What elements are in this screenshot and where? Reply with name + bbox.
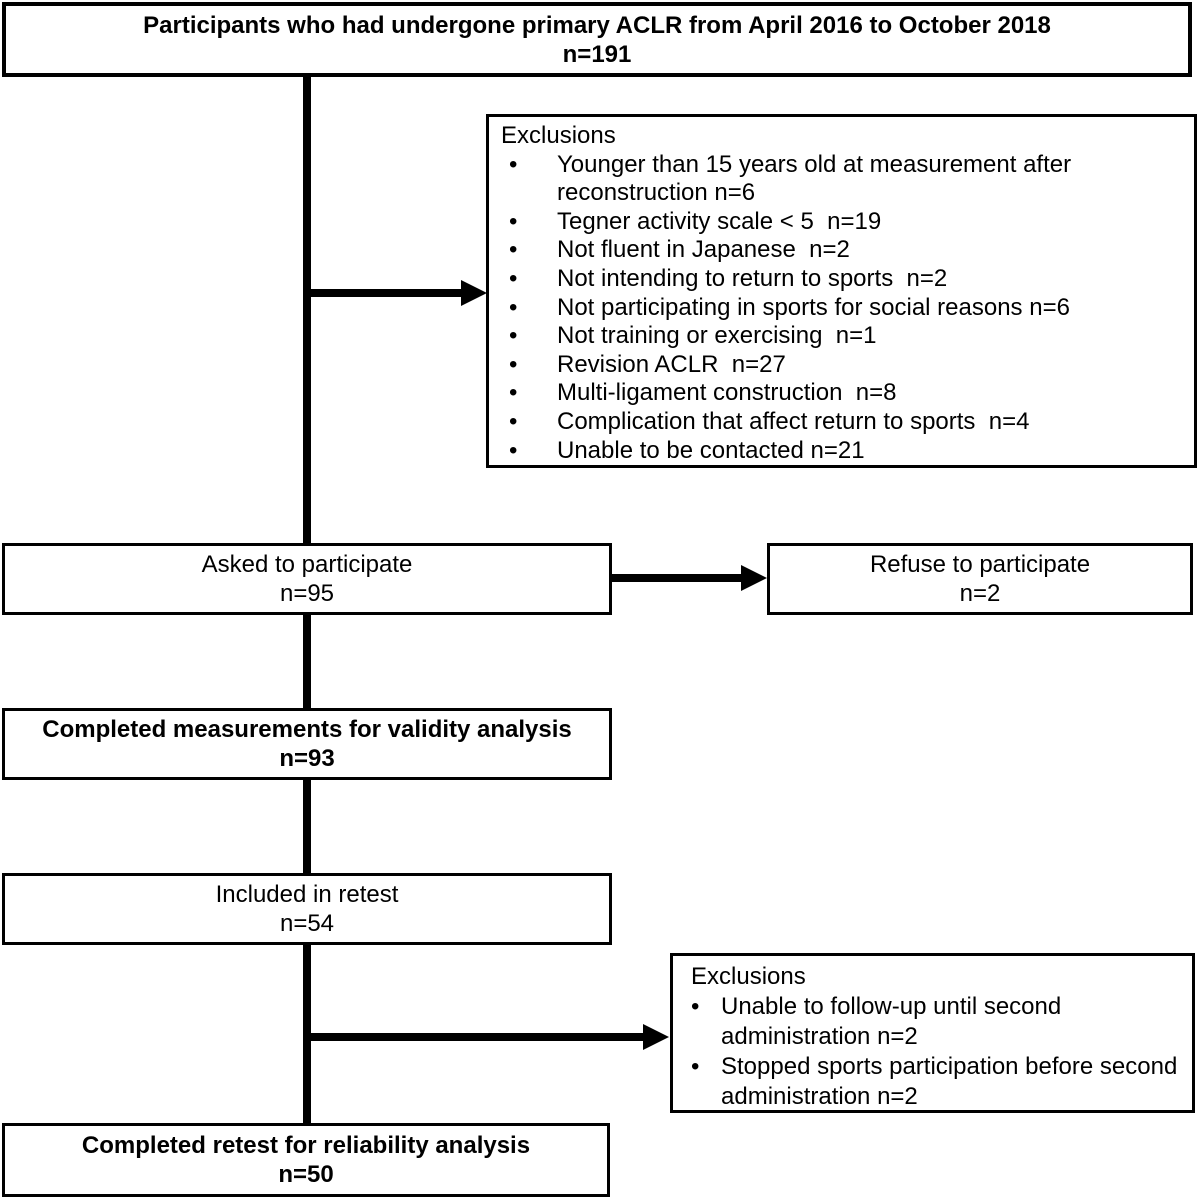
connector-asked-to-validity <box>303 615 311 710</box>
box-validity-count: n=93 <box>279 745 335 772</box>
exclusion-item: Not training or exercising n=1 <box>501 322 1184 351</box>
box-asked-text: Asked to participate <box>201 551 413 578</box>
box-included-in-retest: Included in retest n=54 <box>2 873 612 945</box>
box-refuse-to-participate: Refuse to participate n=2 <box>767 543 1193 615</box>
box-included-text: Included in retest <box>215 881 399 908</box>
box-participants-count: n=191 <box>562 40 632 68</box>
box-refuse-count: n=2 <box>959 580 1001 607</box>
connector-participants-to-asked <box>303 77 311 543</box>
box-asked-count: n=95 <box>279 580 335 607</box>
box-participants: Participants who had undergone primary A… <box>2 2 1192 77</box>
box-validity-analysis: Completed measurements for validity anal… <box>2 708 612 780</box>
box-participants-text: Participants who had undergone primary A… <box>143 11 1051 39</box>
exclusion-item: Younger than 15 years old at measurement… <box>501 151 1184 208</box>
arrow-to-exclusions-2-head-icon <box>643 1024 669 1050</box>
exclusion-item: Complication that affect return to sport… <box>501 408 1184 437</box>
arrow-to-refuse-head-icon <box>741 565 767 591</box>
arrow-to-exclusions-2-shaft <box>306 1033 644 1041</box>
box-exclusions-2: Exclusions Unable to follow-up until sec… <box>670 953 1195 1113</box>
box-reliability-text: Completed retest for reliability analysi… <box>81 1132 531 1159</box>
box-included-count: n=54 <box>279 910 335 937</box>
exclusions-2-title: Exclusions <box>691 963 806 990</box>
connector-validity-to-included <box>303 780 311 873</box>
box-reliability-analysis: Completed retest for reliability analysi… <box>2 1123 610 1197</box>
exclusions-1-title: Exclusions <box>501 122 616 149</box>
box-exclusions-1: Exclusions Younger than 15 years old at … <box>486 114 1197 468</box>
arrow-to-exclusions-1-head-icon <box>461 280 487 306</box>
box-reliability-count: n=50 <box>278 1161 334 1188</box>
box-validity-text: Completed measurements for validity anal… <box>42 716 572 743</box>
box-asked-to-participate: Asked to participate n=95 <box>2 543 612 615</box>
box-refuse-text: Refuse to participate <box>869 551 1091 578</box>
arrow-to-exclusions-1-shaft <box>306 289 462 297</box>
exclusion-item: Unable to follow-up until second adminis… <box>691 992 1182 1052</box>
exclusions-2-list: Unable to follow-up until second adminis… <box>691 992 1182 1112</box>
exclusion-item: Tegner activity scale < 5 n=19 <box>501 208 1184 237</box>
exclusions-1-list: Younger than 15 years old at measurement… <box>501 151 1184 466</box>
exclusion-item: Stopped sports participation before seco… <box>691 1052 1182 1112</box>
exclusion-item: Revision ACLR n=27 <box>501 351 1184 380</box>
exclusion-item: Multi-ligament construction n=8 <box>501 379 1184 408</box>
exclusion-item: Not fluent in Japanese n=2 <box>501 236 1184 265</box>
exclusion-item: Unable to be contacted n=21 <box>501 437 1184 466</box>
exclusion-item: Not intending to return to sports n=2 <box>501 265 1184 294</box>
arrow-to-refuse-shaft <box>612 574 742 582</box>
exclusion-item: Not participating in sports for social r… <box>501 294 1184 323</box>
